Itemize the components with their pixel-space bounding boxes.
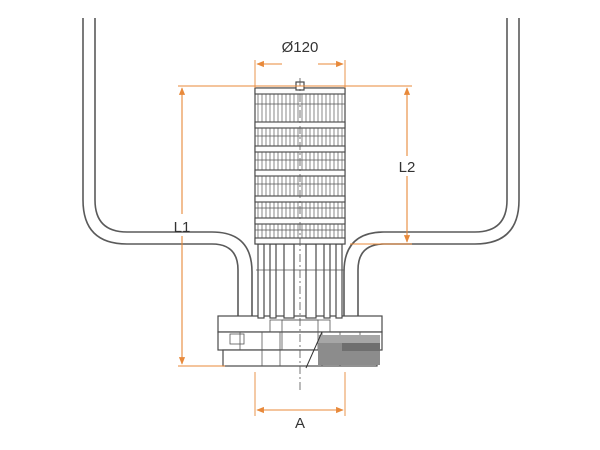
label-l2: L2 xyxy=(399,159,416,176)
section-shading xyxy=(305,331,380,369)
dimension-diameter: Ø120 xyxy=(256,39,344,68)
dimension-l1: L1 xyxy=(174,87,191,365)
label-l1: L1 xyxy=(174,219,191,236)
vessel-wall xyxy=(82,18,520,318)
strainer-slots xyxy=(257,94,343,238)
extension-lines xyxy=(178,60,412,416)
label-a: A xyxy=(295,415,305,432)
label-diameter: Ø120 xyxy=(282,39,319,56)
dimension-l2: L2 xyxy=(399,87,416,243)
dimension-a: A xyxy=(256,406,344,432)
